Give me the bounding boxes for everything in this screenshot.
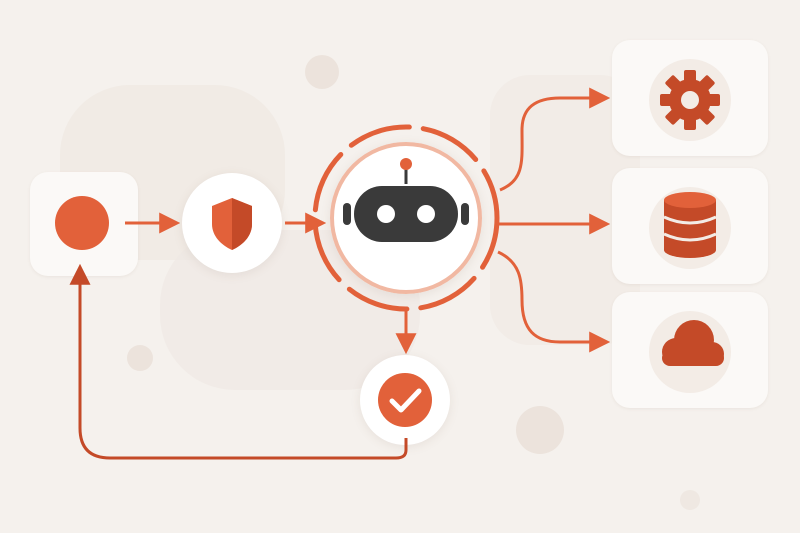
edge-agent-settings bbox=[499, 87, 611, 192]
robot-icon bbox=[343, 158, 469, 242]
cloud-icon bbox=[662, 320, 724, 366]
gear-icon bbox=[660, 70, 720, 130]
edge-agent-cloud bbox=[497, 250, 611, 353]
checkmark-icon bbox=[378, 373, 432, 427]
agent-outer-ring bbox=[312, 124, 500, 312]
shield-icon bbox=[212, 198, 252, 250]
edge-verify-source bbox=[69, 263, 408, 460]
circle-icon bbox=[55, 196, 109, 250]
agent-inner-ring bbox=[330, 142, 482, 294]
database-icon bbox=[663, 192, 717, 258]
